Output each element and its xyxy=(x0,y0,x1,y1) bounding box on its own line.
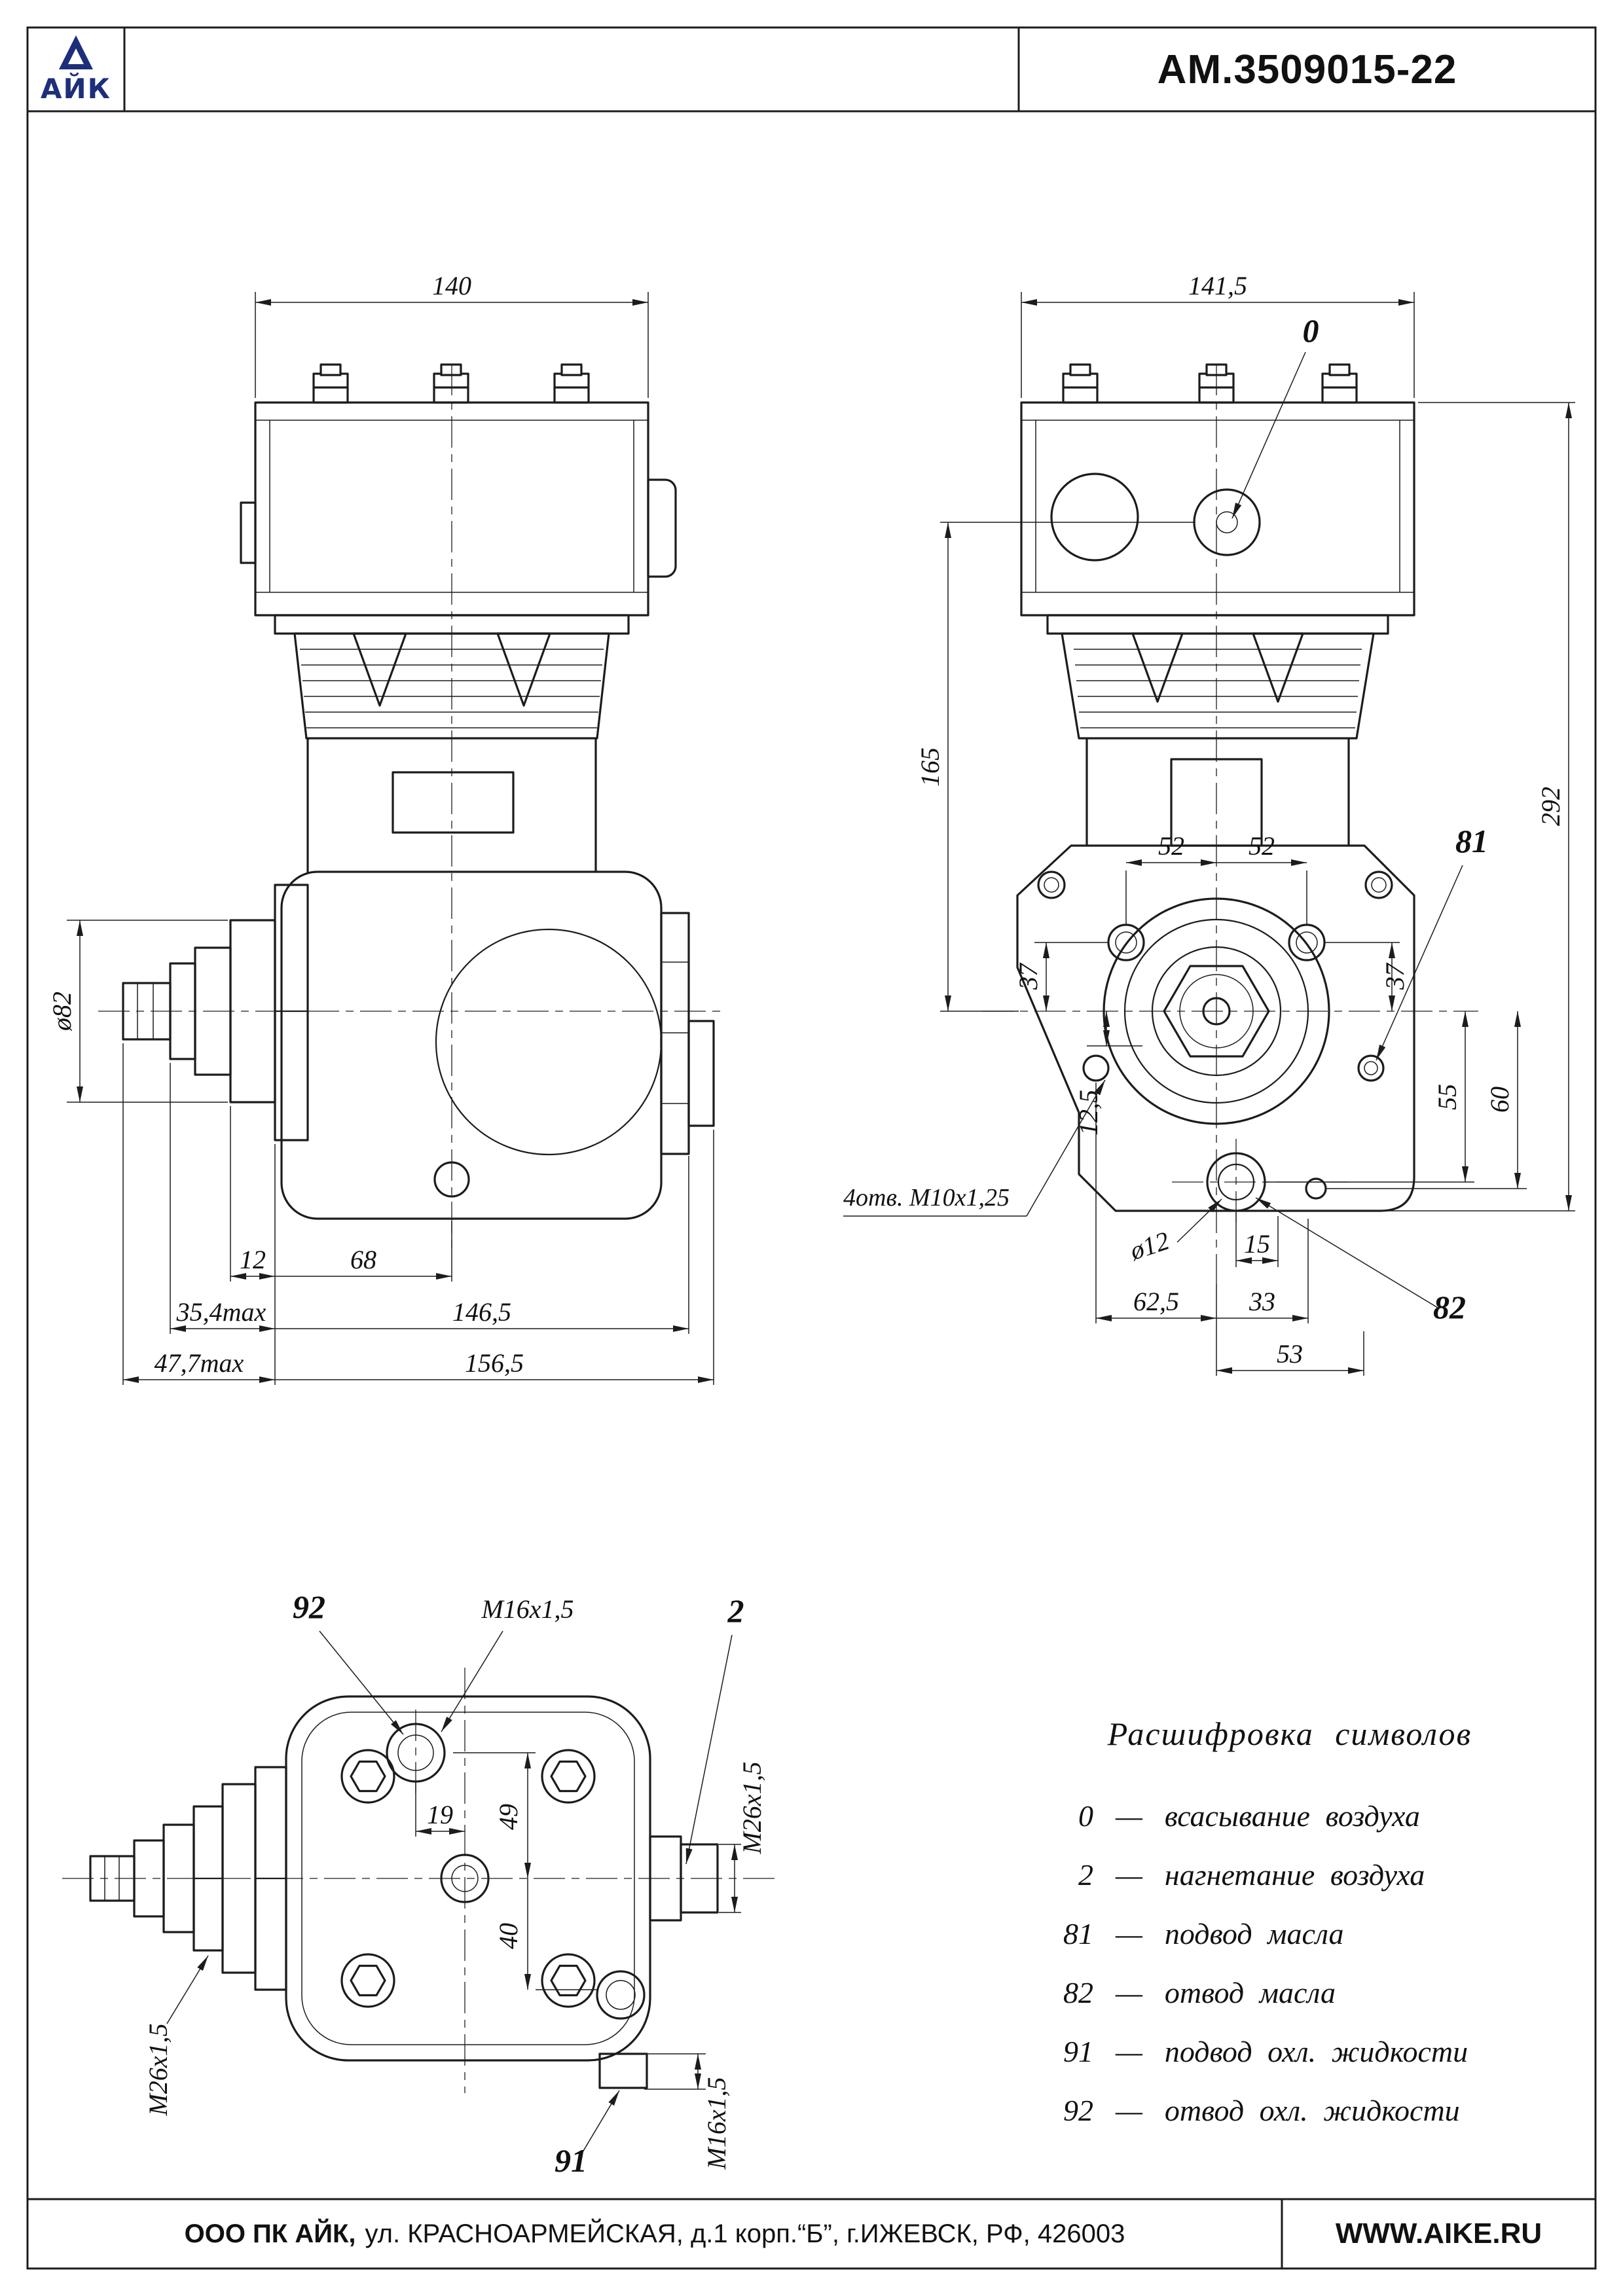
document-number-text: АМ.3509015-22 xyxy=(1157,46,1457,92)
dim-125: 12,5 xyxy=(1074,1090,1103,1136)
dim-1465: 146,5 xyxy=(452,1297,511,1327)
legend-symbol: 91 xyxy=(1063,2035,1093,2068)
dim-19: 19 xyxy=(427,1800,453,1829)
dim-354max: 35,4max xyxy=(176,1297,266,1327)
footer-website-text: WWW.AIKE.RU xyxy=(1335,2217,1542,2250)
dim-33: 33 xyxy=(1249,1287,1275,1316)
legend-item: 91 — подвод охл. жидкости xyxy=(1021,2034,1558,2093)
legend-dash: — xyxy=(1116,2094,1142,2127)
dim-52-left: 52 xyxy=(1158,831,1184,861)
legend-item: 82 — отвод масла xyxy=(1021,1975,1558,2034)
side-view-linework xyxy=(122,363,715,1220)
logo-text: АЙК xyxy=(41,72,111,105)
dim-477max: 47,7max xyxy=(155,1348,244,1378)
footer-website: WWW.AIKE.RU xyxy=(1282,2199,1596,2269)
top-view-linework xyxy=(89,1695,719,2089)
callout-82: 82 xyxy=(1433,1289,1466,1325)
legend-dash: — xyxy=(1116,1917,1142,1950)
legend-symbol: 82 xyxy=(1063,1976,1093,2009)
dim-d82: ø82 xyxy=(47,992,77,1031)
dim-292: 292 xyxy=(1536,787,1565,826)
dim-15: 15 xyxy=(1244,1229,1270,1259)
legend-title: Расшифровка символов xyxy=(1107,1715,1472,1752)
footer-company: ООО ПК АЙК, xyxy=(184,2219,356,2248)
legend-symbol: 92 xyxy=(1063,2094,1093,2127)
callout-92: 92 xyxy=(293,1588,325,1625)
dim-625: 62,5 xyxy=(1133,1287,1179,1316)
company-logo: АЙК xyxy=(27,27,124,111)
legend-item: 81 — подвод масла xyxy=(1021,1916,1558,1975)
legend-item: 0 — всасывание воздуха xyxy=(1021,1799,1558,1857)
legend-dash: — xyxy=(1116,1976,1142,2009)
dim-1565: 156,5 xyxy=(465,1348,524,1378)
dim-1415: 141,5 xyxy=(1188,271,1247,300)
footer-address-text: ул. КРАСНОАРМЕЙСКАЯ, д.1 корп.“Б”, г.ИЖЕ… xyxy=(365,2219,1125,2248)
legend-dash: — xyxy=(1116,1858,1142,1892)
dim-40: 40 xyxy=(494,1923,523,1949)
legend-dash: — xyxy=(1116,2035,1142,2068)
legend-item: 92 — отвод охл. жидкости xyxy=(1021,2093,1558,2152)
dim-d12: ø12 xyxy=(1125,1225,1173,1266)
dimension-lines xyxy=(77,299,1572,2089)
dim-52-right: 52 xyxy=(1249,831,1275,861)
symbols-legend: Расшифровка символов 0 — всасывание воздух… xyxy=(1021,1715,1558,2152)
thread-m16-top: М16х1,5 xyxy=(481,1594,574,1624)
dim-37-left: 37 xyxy=(1013,962,1043,990)
callout-91: 91 xyxy=(555,2142,587,2179)
legend-desc: нагнетание воздуха xyxy=(1164,1858,1425,1892)
legend-desc: подвод охл. жидкости xyxy=(1164,2035,1468,2068)
dim-49: 49 xyxy=(494,1804,523,1830)
legend-symbol: 81 xyxy=(1063,1917,1093,1950)
dim-60: 60 xyxy=(1485,1086,1514,1113)
callout-0: 0 xyxy=(1303,312,1319,349)
legend-symbol: 2 xyxy=(1078,1858,1093,1892)
dim-12: 12 xyxy=(240,1245,266,1274)
legend-symbol: 0 xyxy=(1078,1799,1093,1833)
dim-37-right: 37 xyxy=(1380,962,1410,990)
logo-icon: АЙК xyxy=(41,35,111,105)
sheet-frame xyxy=(26,26,1597,2270)
document-number: АМ.3509015-22 xyxy=(1019,27,1596,111)
dim-55: 55 xyxy=(1432,1084,1462,1110)
legend-desc: отвод охл. жидкости xyxy=(1164,2094,1460,2127)
legend-desc: всасывание воздуха xyxy=(1164,1799,1420,1833)
thread-m26-left: М26х1,5 xyxy=(143,2023,173,2116)
callout-81: 81 xyxy=(1455,823,1488,859)
dimension-texts: 140 ø82 12 68 35,4max 146,5 47,7max 156,… xyxy=(47,271,1565,2179)
dim-165: 165 xyxy=(915,747,945,787)
legend-desc: подвод масла xyxy=(1164,1917,1344,1950)
extension-lines xyxy=(67,292,1575,2090)
front-view-linework xyxy=(1016,363,1415,1212)
legend-dash: — xyxy=(1116,1799,1142,1833)
dim-68: 68 xyxy=(350,1245,376,1274)
footer-address: ООО ПК АЙК, ул. КРАСНОАРМЕЙСКАЯ, д.1 кор… xyxy=(27,2199,1282,2269)
leader-lines xyxy=(166,351,1463,2159)
thread-m16-bottom: М16х1,5 xyxy=(702,2077,731,2170)
note-4-holes-m10: 4отв. М10х1,25 xyxy=(843,1184,1010,1211)
legend-item: 2 — нагнетание воздуха xyxy=(1021,1857,1558,1916)
legend-desc: отвод масла xyxy=(1164,1976,1336,2009)
thread-m26-right: М26х1,5 xyxy=(737,1761,767,1854)
dim-53: 53 xyxy=(1277,1339,1303,1369)
callout-2: 2 xyxy=(727,1592,744,1629)
dim-140: 140 xyxy=(432,271,471,300)
